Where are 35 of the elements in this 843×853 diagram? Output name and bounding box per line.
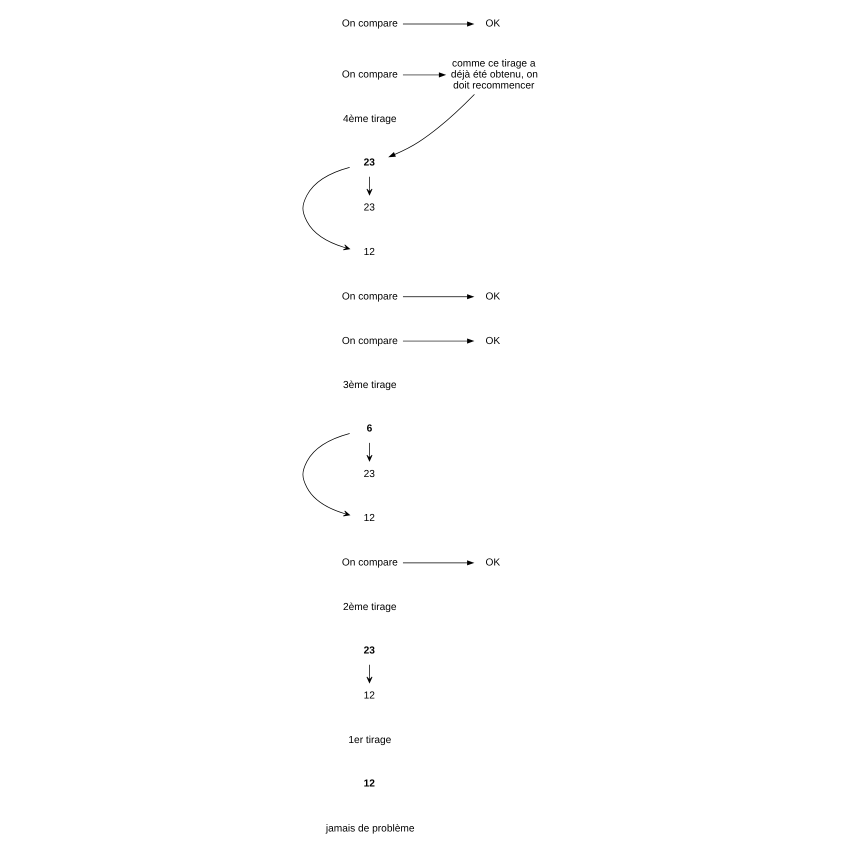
label: jamais de problème	[325, 824, 414, 835]
label: 12	[363, 778, 374, 790]
label: 1er tirage	[348, 734, 391, 746]
arrow	[402, 338, 474, 344]
node-text: OK	[484, 336, 500, 347]
arrow	[402, 21, 474, 27]
node-text: On compare	[341, 18, 398, 30]
arrow	[366, 664, 372, 684]
node-text: comme ce tirage a déjà été obtenu, on doit recommencer	[450, 58, 538, 92]
node-text: 12	[363, 247, 374, 258]
node-text: 23	[363, 202, 374, 214]
arrow	[388, 94, 474, 158]
arrow	[366, 176, 372, 196]
node-text: On compare	[341, 558, 398, 569]
node-label: 4ème tirage	[342, 114, 396, 125]
node-text: 12	[363, 690, 374, 702]
node-label: 3ème tirage	[342, 380, 396, 392]
node-text: 6	[366, 424, 372, 435]
node-text: OK	[484, 558, 500, 569]
node-text: 23	[363, 646, 374, 657]
arrow	[302, 433, 350, 516]
arrow	[402, 294, 474, 300]
arrow	[402, 72, 446, 78]
arrow	[366, 442, 372, 462]
node-text: OK	[484, 18, 500, 30]
node-label: 2ème tirage	[342, 602, 396, 613]
node-text: On compare	[341, 336, 398, 347]
node-text: 23	[363, 158, 374, 169]
arrow	[302, 166, 350, 250]
node-text: On compare	[341, 70, 398, 81]
arrow	[402, 560, 474, 566]
node-text: On compare	[341, 291, 398, 302]
node-text: 23	[363, 468, 374, 480]
node-text: 12	[363, 513, 374, 524]
node-text: OK	[484, 291, 500, 302]
